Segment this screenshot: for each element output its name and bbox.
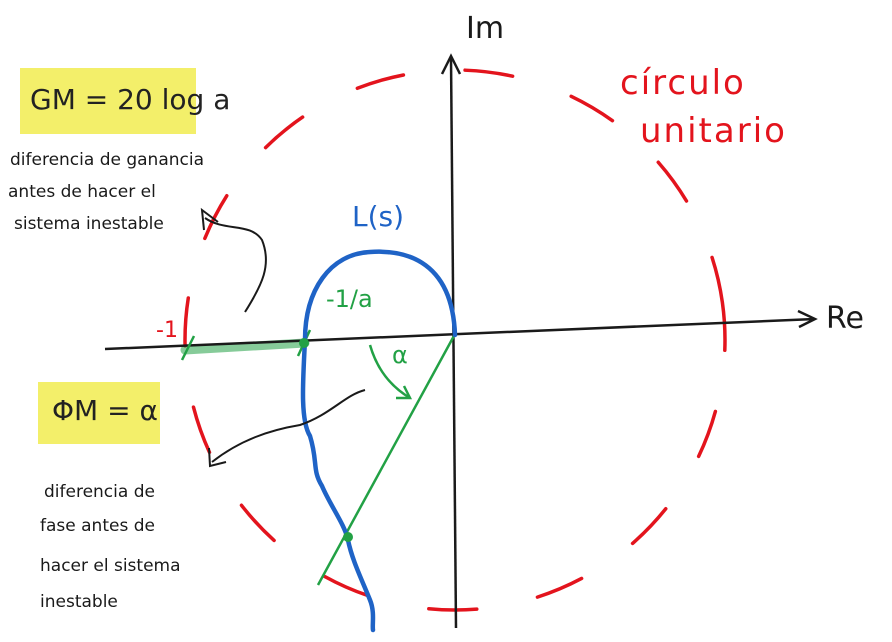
phase-formula-highlight xyxy=(38,382,160,444)
gain-margin-formula: GM = 20 log a xyxy=(30,83,231,116)
minus-one-tick xyxy=(180,335,196,361)
imag-axis-arrowhead xyxy=(440,53,462,75)
gain-note-line-3: sistema inestable xyxy=(14,214,164,234)
unit-circle xyxy=(183,68,727,612)
gain-note-line-1: diferencia de ganancia xyxy=(10,150,205,170)
minus-one-label: -1 xyxy=(156,318,178,343)
imag-axis-label: Im xyxy=(466,11,505,46)
minus-one-over-a-label: -1/a xyxy=(326,285,373,313)
phase-note-line-2: fase antes de xyxy=(40,516,155,536)
real-axis-label: Re xyxy=(826,301,864,336)
gain-formula-highlight xyxy=(20,68,196,134)
gain-note-arrow xyxy=(204,217,267,313)
phase-note-line-4: inestable xyxy=(40,592,118,612)
phase-note-arrowhead xyxy=(208,447,227,468)
alpha-arc xyxy=(368,344,411,400)
minus-one-over-a-point xyxy=(299,338,309,348)
phase-note-arrow xyxy=(211,389,366,463)
unit-circle-label-line-1: círculo xyxy=(620,63,746,103)
real-axis-arrowhead xyxy=(797,309,818,329)
alpha-label: α xyxy=(392,341,408,369)
phase-line xyxy=(316,333,457,586)
unit-circle-crossing-point xyxy=(343,532,353,542)
phase-note-line-1: diferencia de xyxy=(44,482,155,502)
curve-label: L(s) xyxy=(352,200,405,233)
gain-note-line-2: antes de hacer el xyxy=(8,182,156,202)
real-axis xyxy=(104,317,816,351)
phase-note-line-3: hacer el sistema xyxy=(40,556,181,576)
nyquist-curve xyxy=(300,249,458,633)
gain-margin-band xyxy=(180,338,310,355)
phase-margin-formula: ΦM = α xyxy=(52,394,158,427)
alpha-arc-arrowhead xyxy=(396,385,413,400)
gain-note-arrowhead xyxy=(200,207,219,231)
imag-axis xyxy=(449,57,458,629)
unit-circle-label-line-2: unitario xyxy=(640,111,787,151)
